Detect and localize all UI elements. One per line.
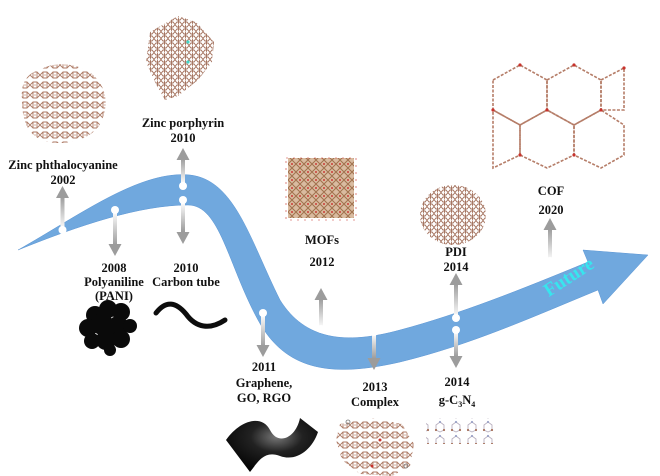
timeline-dot [370, 328, 378, 336]
cof-node-dots [491, 63, 626, 157]
timeline-dot [317, 325, 325, 333]
label-carbon-tube-name: Carbon tube [152, 275, 220, 289]
arrowhead-down-icon [367, 358, 381, 370]
stem-polyaniline [108, 206, 122, 256]
arrowhead-down-icon [256, 345, 270, 357]
arrowhead-down-icon [449, 356, 463, 368]
stem-graphene [256, 309, 270, 357]
label-pdi-year: 2014 [444, 260, 470, 274]
label-zinc-porphyrin-name: Zinc porphyrin [142, 116, 224, 130]
arrowhead-up-icon [314, 288, 328, 300]
stem-cof [543, 218, 557, 265]
label-polyaniline-name: Polyaniline [84, 275, 144, 289]
timeline-dot [179, 182, 187, 190]
label-polyaniline-year: 2008 [102, 261, 127, 275]
label-graphene-year: 2011 [252, 360, 276, 374]
stem-zinc-porphyrin [176, 148, 190, 190]
label-g-c3n4-name: g-C3N4 [439, 393, 475, 409]
label-zinc-phthalocyanine-name: Zinc phthalocyanine [8, 158, 118, 172]
pdi-structure-image [420, 185, 486, 245]
label-graphene-name2: GO, RGO [237, 391, 291, 405]
stem-carbon-tube [176, 196, 190, 244]
arrowhead-up-icon [543, 218, 557, 230]
arrowhead-up-icon [56, 186, 69, 198]
polyaniline-particle-image [79, 300, 137, 356]
stem-mofs [314, 288, 328, 333]
timeline-dot [111, 206, 119, 214]
timeline-dot [452, 326, 460, 334]
label-complex-year: 2013 [363, 380, 388, 394]
complex-structure-image [336, 418, 414, 476]
graphene-sheet-image [226, 418, 318, 472]
timeline-dot [546, 257, 554, 265]
timeline-arrow-band [17, 174, 649, 370]
timeline-dot [179, 196, 187, 204]
label-mofs-name: MOFs [305, 233, 339, 247]
mofs-structure-image [285, 157, 357, 221]
label-pdi-name: PDI [445, 245, 467, 259]
timeline-dot [58, 226, 67, 234]
zinc-porphyrin-structure-image [146, 16, 214, 100]
stem-g-c3n4 [449, 326, 463, 368]
label-zinc-phthalocyanine-year: 2002 [51, 173, 76, 187]
label-cof-year: 2020 [539, 203, 564, 217]
cof-structure-image [492, 64, 625, 170]
label-g-c3n4-year: 2014 [445, 375, 471, 389]
label-cof-name: COF [538, 184, 565, 198]
label-polyaniline-abbr: (PANI) [95, 289, 133, 303]
timeline-dot [452, 314, 460, 322]
zinc-phthalocyanine-structure-image [21, 64, 106, 144]
timeline-dot [259, 309, 267, 317]
label-complex-name: Complex [351, 395, 400, 409]
arrowhead-up-icon [176, 148, 190, 160]
stem-complex [367, 328, 381, 370]
stem-pdi [449, 273, 463, 322]
arrowhead-down-icon [176, 232, 190, 244]
arrowhead-down-icon [108, 244, 122, 256]
label-zinc-porphyrin-year: 2010 [171, 131, 196, 145]
arrowhead-up-icon [449, 273, 463, 285]
label-graphene-name: Graphene, [236, 376, 293, 390]
stem-zinc-phthalocyanine [56, 186, 69, 234]
g-c3n4-structure-image [426, 418, 496, 444]
label-carbon-tube-year: 2010 [174, 261, 199, 275]
label-mofs-year: 2012 [310, 255, 335, 269]
carbon-tube-image [153, 301, 228, 329]
